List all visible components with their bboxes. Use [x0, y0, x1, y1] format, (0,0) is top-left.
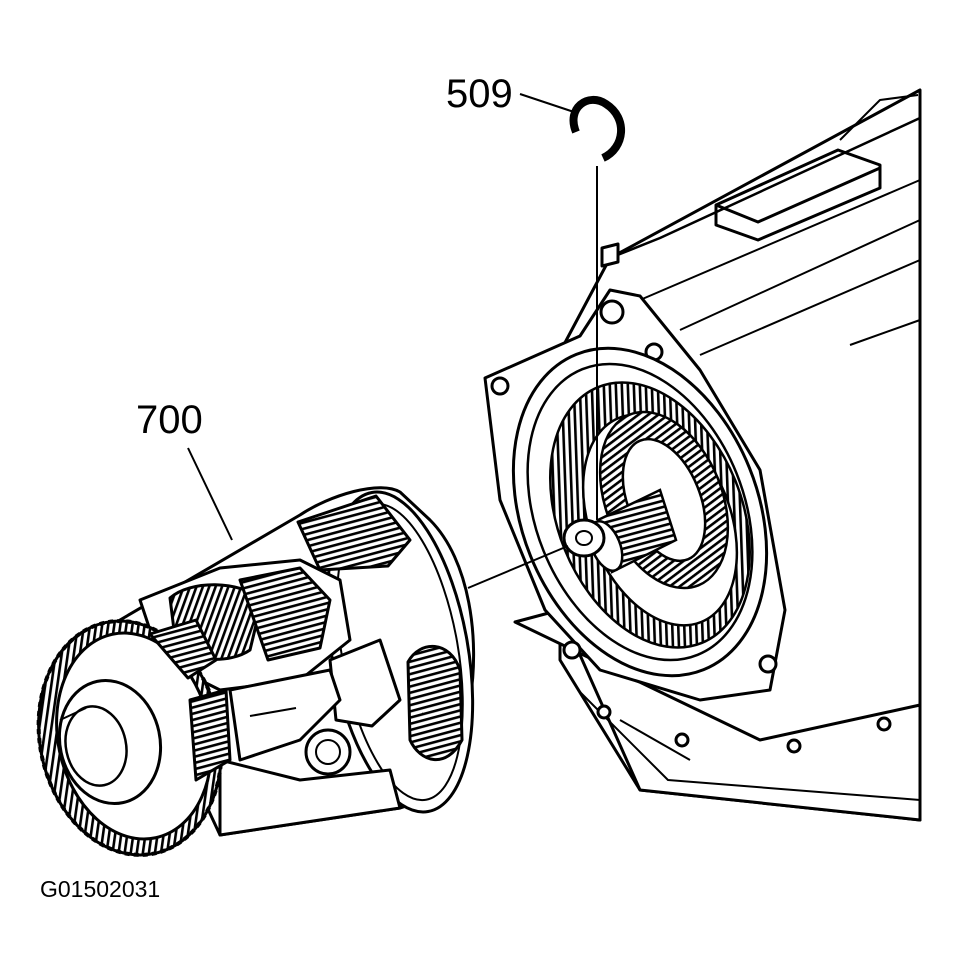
callout-509: 509: [446, 72, 513, 116]
figure-code: G01502031: [40, 876, 161, 902]
differential-assembly: [36, 447, 569, 857]
internal-ring-gear: [549, 381, 751, 649]
callout-700: 700: [136, 398, 203, 442]
snap-ring-509: [519, 93, 626, 520]
